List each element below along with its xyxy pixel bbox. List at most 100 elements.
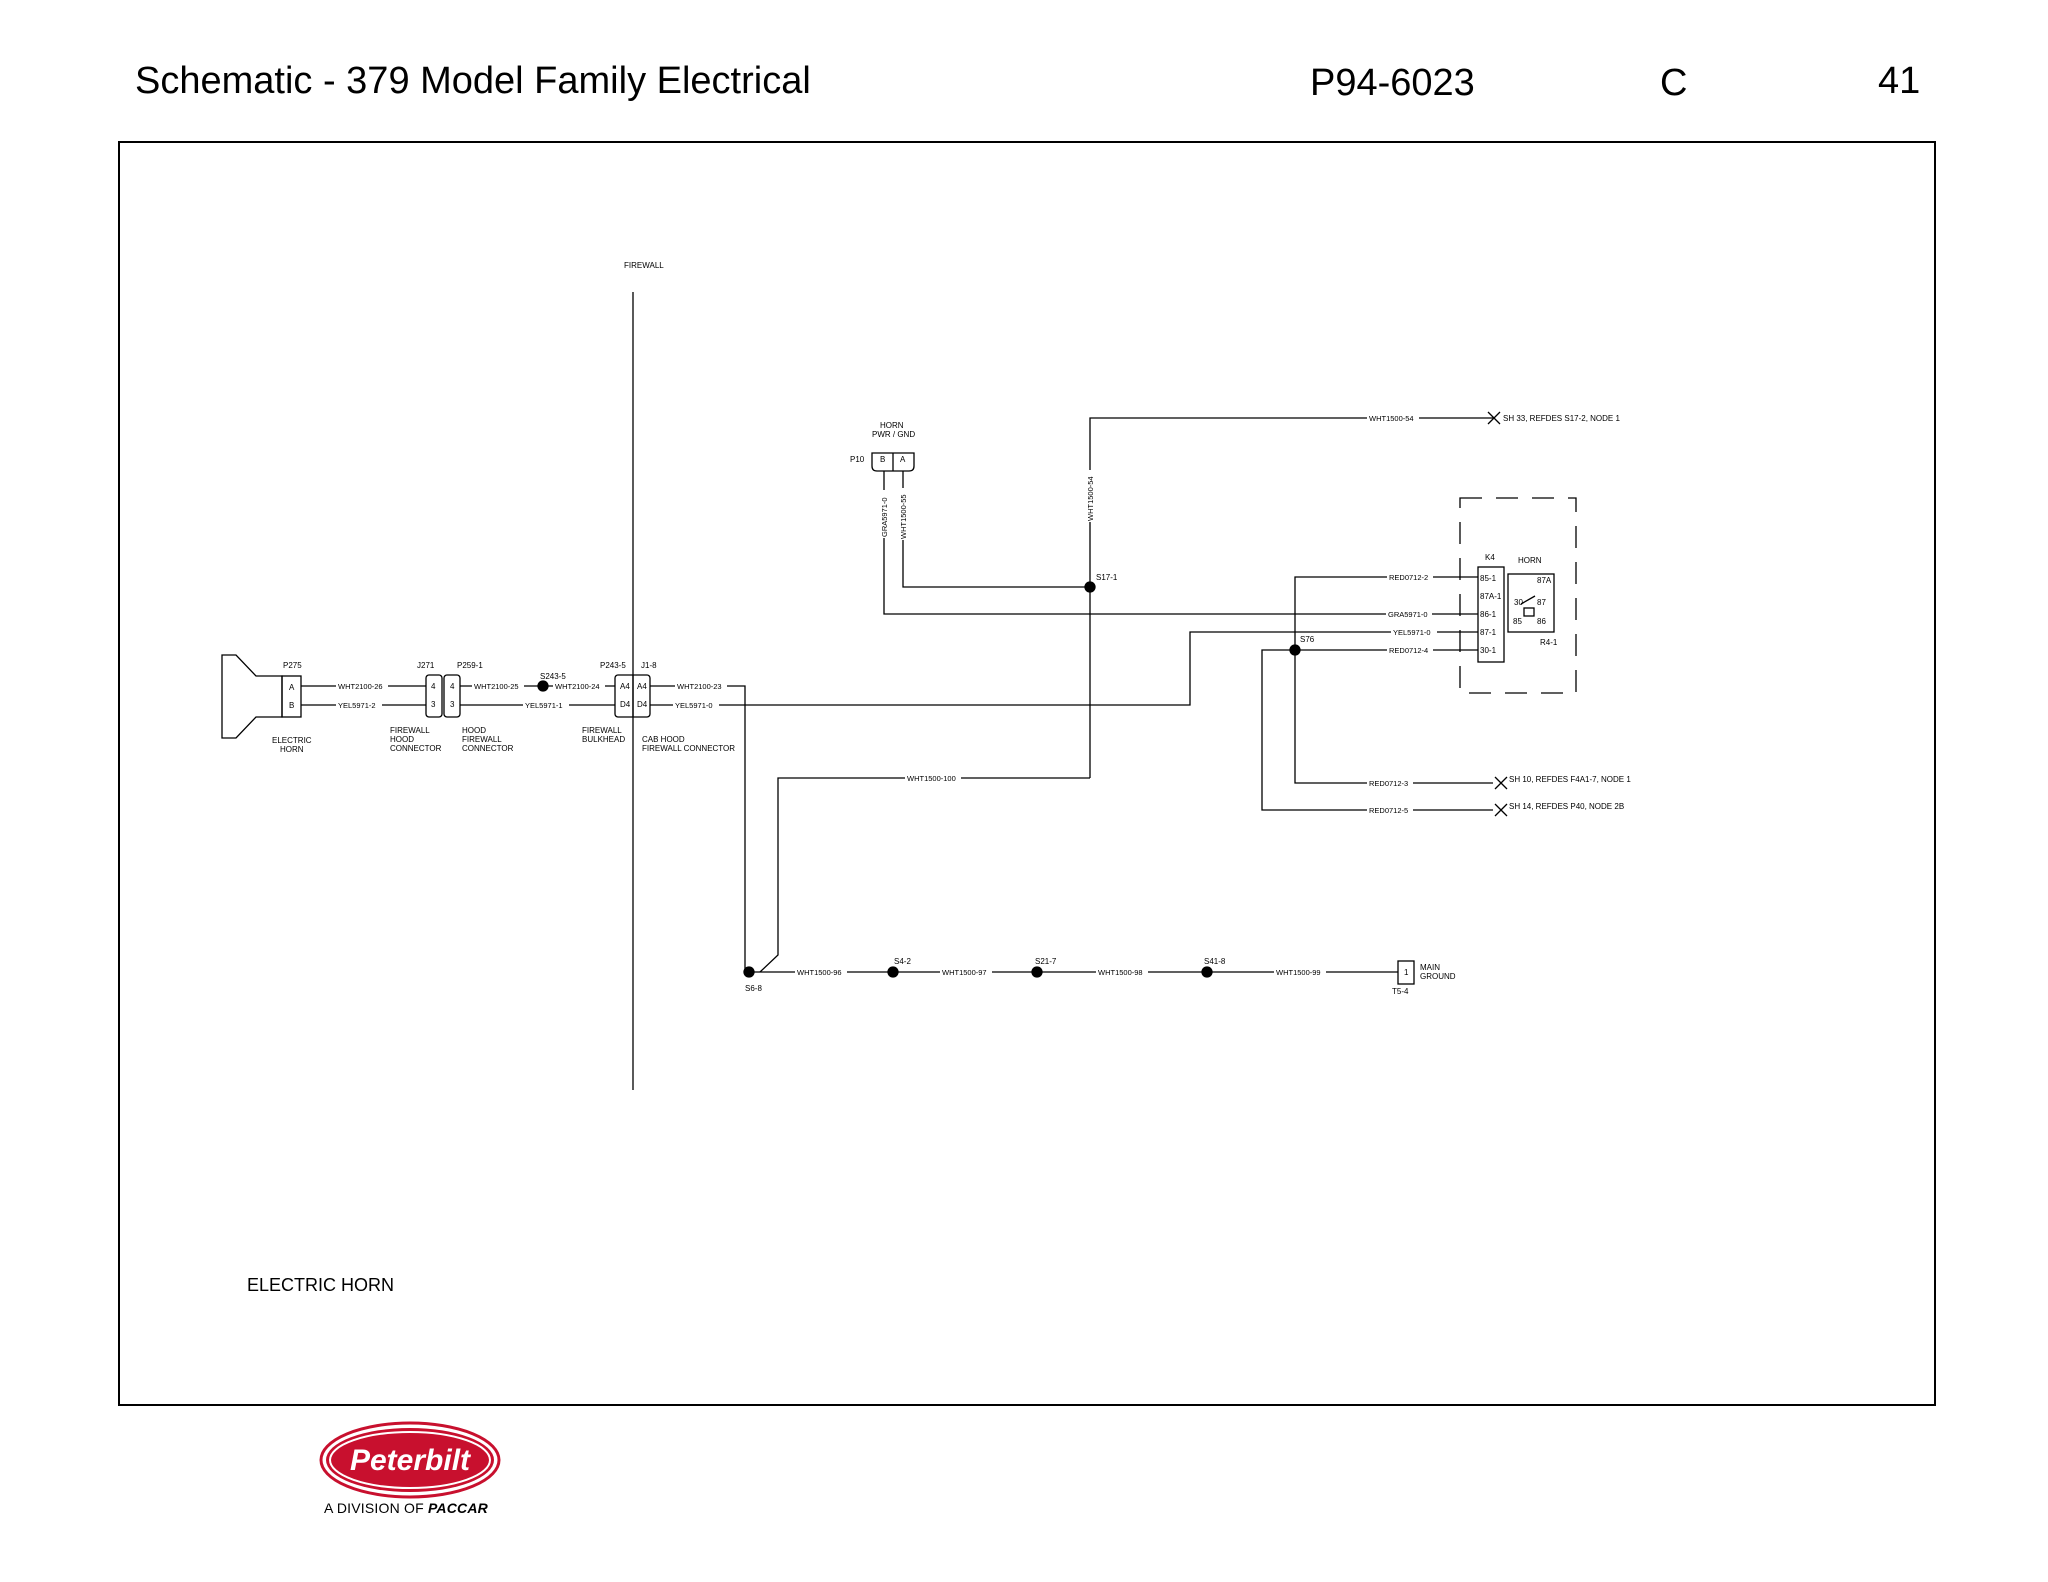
wire-label-yel5971-0-right: YEL5971-0 — [1393, 628, 1431, 637]
ref-sh10: SH 10, REFDES F4A1-7, NODE 1 — [1509, 775, 1631, 784]
logo-wordmark: Peterbilt — [350, 1444, 472, 1477]
wire-label-yel5971-2: YEL5971-2 — [338, 701, 376, 710]
j271-desc-2: HOOD — [390, 735, 414, 744]
p10-connector — [871, 452, 915, 472]
p243-pin-a4: A4 — [620, 682, 630, 691]
relay-contact-icon — [1520, 595, 1536, 605]
horn-relay-label: HORN — [1518, 556, 1542, 565]
j271-connector — [425, 674, 443, 718]
p259-desc-3: CONNECTOR — [462, 744, 514, 753]
wire-label-wht1500-98: WHT1500-98 — [1098, 968, 1143, 977]
wire-label-yel5971-1: YEL5971-1 — [525, 701, 563, 710]
p10-pin-a: A — [900, 455, 906, 464]
s17-label: S17-1 — [1096, 573, 1118, 582]
p259-pin-4: 4 — [450, 682, 455, 691]
k4-pin-86-1: 86-1 — [1480, 610, 1497, 619]
p243-pin-d4: D4 — [620, 700, 631, 709]
p10-title-1: HORN — [880, 421, 904, 430]
j18-pin-a4: A4 — [637, 682, 647, 691]
offsheet-x-sh10 — [1494, 776, 1508, 790]
ref-sh33: SH 33, REFDES S17-2, NODE 1 — [1503, 414, 1620, 423]
ref-sh14: SH 14, REFDES P40, NODE 2B — [1509, 802, 1624, 811]
wire-label-wht1500-54-vertical: WHT1500-54 — [1086, 476, 1095, 521]
t5-4-label: T5-4 — [1392, 987, 1409, 996]
electric-horn-shape — [221, 654, 283, 739]
relay-85: 85 — [1513, 617, 1522, 626]
document-number: P94-6023 — [1310, 62, 1475, 104]
s4-2-label: S4-2 — [894, 957, 911, 966]
p259-desc-1: HOOD — [462, 726, 486, 735]
j271-desc-3: CONNECTOR — [390, 744, 442, 753]
s76-label: S76 — [1300, 635, 1315, 644]
wire-label-yel5971-0-left: YEL5971-0 — [675, 701, 713, 710]
j18-label: J1-8 — [641, 661, 657, 670]
j271-label: J271 — [417, 661, 435, 670]
wire-label-wht1500-97: WHT1500-97 — [942, 968, 987, 977]
wire-label-red0712-4: RED0712-4 — [1389, 646, 1428, 655]
k4-pin-30-1: 30-1 — [1480, 646, 1497, 655]
relay-87: 87 — [1537, 598, 1546, 607]
tagline-prefix: A DIVISION OF — [324, 1500, 424, 1516]
main-ground-1: MAIN — [1420, 963, 1440, 972]
sheet-title: Schematic - 379 Model Family Electrical — [135, 60, 811, 102]
tagline-brand: PACCAR — [427, 1500, 488, 1516]
s41-8-label: S41-8 — [1204, 957, 1226, 966]
wire-label-gra5971-0-right: GRA5971-0 — [1388, 610, 1428, 619]
k4-pin-85-1: 85-1 — [1480, 574, 1497, 583]
splice-s21-7 — [1031, 966, 1043, 978]
horn-label-1: ELECTRIC — [272, 736, 312, 745]
p275-connector — [281, 675, 302, 718]
p243-desc-1: FIREWALL — [582, 726, 622, 735]
splice-s6-8 — [743, 966, 755, 978]
relay-87a: 87A — [1537, 576, 1552, 585]
splice-s76 — [1289, 644, 1301, 656]
k4-label: K4 — [1485, 553, 1495, 562]
p10-pin-b: B — [880, 455, 885, 464]
logo-tagline: A DIVISION OF PACCAR — [324, 1500, 488, 1516]
horn-label-2: HORN — [280, 745, 304, 754]
p243-desc-2: BULKHEAD — [582, 735, 625, 744]
horn-relay-symbol — [1507, 573, 1555, 633]
wire-yel5971-0 — [650, 631, 1478, 706]
p259-label: P259-1 — [457, 661, 483, 670]
p10-title-2: PWR / GND — [872, 430, 915, 439]
j18-desc-2: FIREWALL CONNECTOR — [642, 744, 735, 753]
splice-s4-2 — [887, 966, 899, 978]
offsheet-x-sh14 — [1494, 803, 1508, 817]
j18-pin-d4: D4 — [637, 700, 648, 709]
main-ground-2: GROUND — [1420, 972, 1456, 981]
relay-coil-icon — [1523, 607, 1535, 617]
wire-label-wht2100-24: WHT2100-24 — [555, 682, 600, 691]
wire-label-gra5971-0-vertical: GRA5971-0 — [880, 497, 889, 537]
k4-pin-87a-1: 87A-1 — [1480, 592, 1502, 601]
wire-wht1500-55 — [902, 471, 1090, 588]
wire-label-wht1500-54-top: WHT1500-54 — [1369, 414, 1414, 423]
peterbilt-logo: Peterbilt — [319, 1421, 501, 1499]
j271-pin-3: 3 — [431, 700, 436, 709]
p275-pin-b: B — [289, 701, 294, 710]
revision-letter: C — [1660, 62, 1688, 104]
k4-pin-87-1: 87-1 — [1480, 628, 1497, 637]
wire-label-red0712-2: RED0712-2 — [1389, 573, 1428, 582]
relay-86: 86 — [1537, 617, 1546, 626]
k4-socket — [1477, 566, 1505, 663]
s243-label: S243-5 — [540, 672, 566, 681]
firewall-label: FIREWALL — [624, 261, 664, 270]
page-number: 41 — [1878, 60, 1921, 102]
drawing-frame — [118, 141, 1936, 1406]
wire-gra5971-0 — [883, 471, 1478, 615]
wire-wht1500-54 — [1089, 417, 1493, 778]
s21-7-label: S21-7 — [1035, 957, 1057, 966]
wire-label-red0712-5: RED0712-5 — [1369, 806, 1408, 815]
horn-relay-dashed-box — [1459, 497, 1577, 694]
r4-label: R4-1 — [1540, 638, 1558, 647]
wire-label-wht1500-55: WHT1500-55 — [899, 494, 908, 539]
splice-s41-8 — [1201, 966, 1213, 978]
t5-4-terminal — [1397, 960, 1415, 985]
j18-desc-1: CAB HOOD — [642, 735, 685, 744]
splice-s243 — [537, 680, 549, 692]
wire-label-red0712-3: RED0712-3 — [1369, 779, 1408, 788]
j271-pin-4: 4 — [431, 682, 436, 691]
p259-pin-3: 3 — [450, 700, 455, 709]
